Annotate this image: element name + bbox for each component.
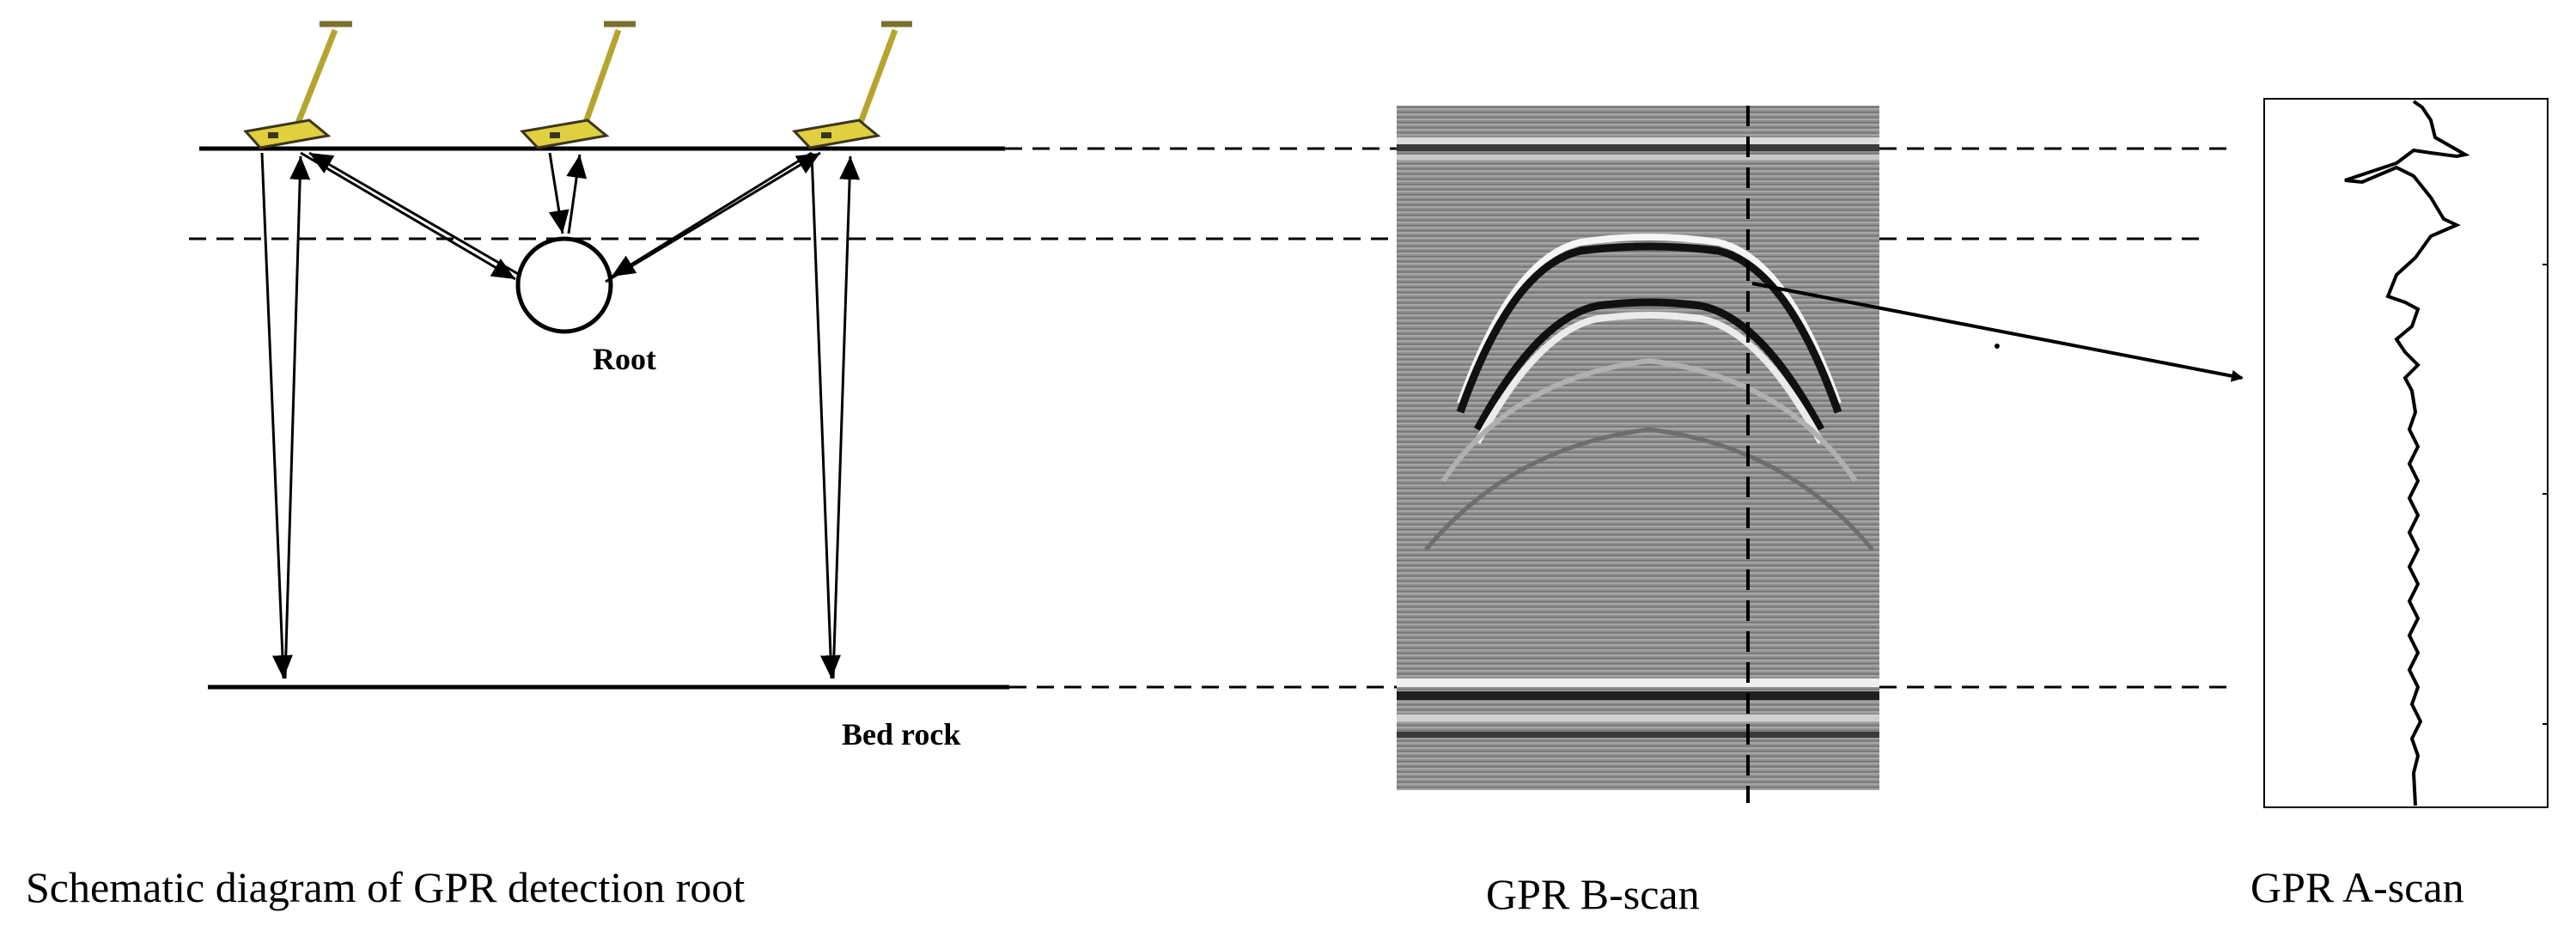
dashed-guide-lines	[189, 147, 2233, 689]
gpr-ascan-plot	[2263, 98, 2549, 808]
wave-paths-left	[260, 151, 521, 679]
gpr-antenna-icon	[243, 21, 352, 149]
schematic-diagram: Root Bed rock	[199, 21, 1009, 751]
caption-ascan: GPR A-scan	[2250, 863, 2464, 911]
gpr-antenna-icon	[791, 21, 912, 149]
trace-arrow	[1751, 282, 2244, 382]
caption-schematic: Schematic diagram of GPR detection root	[26, 863, 745, 911]
gpr-bscan-image	[1397, 106, 1879, 790]
wave-paths-center	[548, 152, 588, 234]
ascan-trace	[2344, 100, 2470, 806]
caption-bscan: GPR B-scan	[1486, 870, 1700, 918]
wave-paths-right	[605, 151, 861, 679]
bedrock-label: Bed rock	[842, 717, 960, 751]
root-label: Root	[593, 342, 656, 376]
root-circle	[515, 236, 613, 334]
gpr-antenna-icon	[519, 21, 636, 149]
